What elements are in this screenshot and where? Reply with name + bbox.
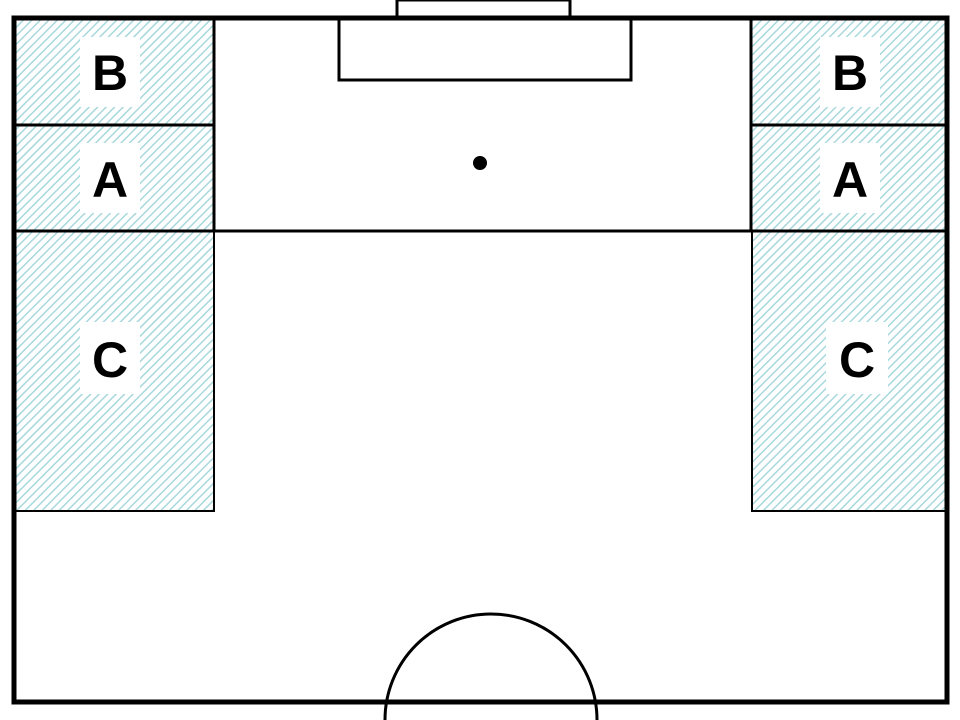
goal: [395, 0, 572, 20]
pitch-markings: [11, 0, 950, 720]
zone-labels: B A C B A C: [92, 45, 875, 388]
goal-area: [337, 16, 633, 82]
label-left-c: C: [92, 332, 128, 388]
penalty-spot: [473, 156, 487, 170]
zone-left-c-outline: [14, 231, 215, 512]
label-left-a: A: [92, 152, 128, 208]
label-right-b: B: [832, 45, 868, 101]
penalty-area: [212, 16, 753, 233]
zone-right-c-outline: [751, 231, 947, 512]
label-left-b: B: [92, 45, 128, 101]
label-right-a: A: [832, 152, 868, 208]
label-backgrounds: [80, 37, 888, 394]
center-circle-arc: [383, 612, 599, 720]
label-right-c: C: [839, 332, 875, 388]
